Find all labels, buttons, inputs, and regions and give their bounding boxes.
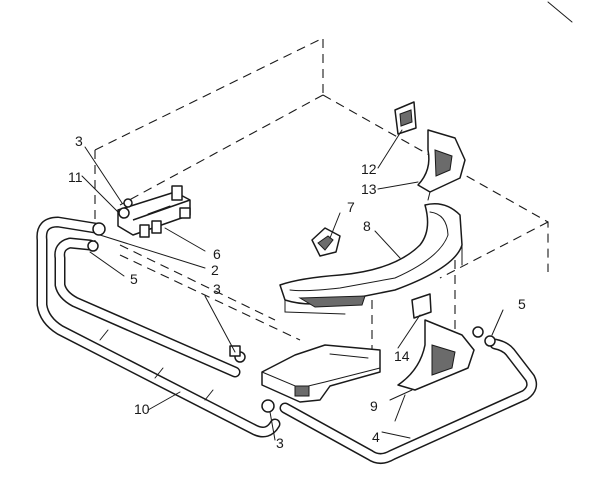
upper-right-housing xyxy=(417,129,466,201)
callout-12: 12 xyxy=(361,161,377,177)
callout-3-mid: 3 xyxy=(213,281,221,297)
drain-tube-left xyxy=(36,216,281,438)
callout-13: 13 xyxy=(361,181,377,197)
drain-tube-right xyxy=(279,338,538,464)
callout-7: 7 xyxy=(347,199,355,215)
corner-mark xyxy=(547,1,573,23)
callout-9: 9 xyxy=(370,398,378,414)
callout-3-top: 3 xyxy=(75,133,83,149)
callout-labels: 3 11 6 2 5 3 7 8 12 13 14 5 9 4 10 3 xyxy=(68,133,526,451)
lower-right-tray xyxy=(397,293,475,391)
leader-lines xyxy=(81,129,504,441)
tray-frame xyxy=(279,203,463,315)
callout-10: 10 xyxy=(134,401,150,417)
drain-pan xyxy=(261,344,381,403)
callout-5-left: 5 xyxy=(130,271,138,287)
clip-part xyxy=(311,227,341,257)
callout-14: 14 xyxy=(394,348,410,364)
cabinet-outline xyxy=(94,37,549,350)
upper-bracket xyxy=(394,101,417,135)
water-valve-manifold xyxy=(117,185,191,238)
callout-8: 8 xyxy=(363,218,371,234)
callout-5-right: 5 xyxy=(518,296,526,312)
callout-3-bottom: 3 xyxy=(276,435,284,451)
callout-4: 4 xyxy=(372,429,380,445)
callout-11: 11 xyxy=(68,169,83,185)
callout-2: 2 xyxy=(211,262,219,278)
callout-6: 6 xyxy=(213,246,221,262)
